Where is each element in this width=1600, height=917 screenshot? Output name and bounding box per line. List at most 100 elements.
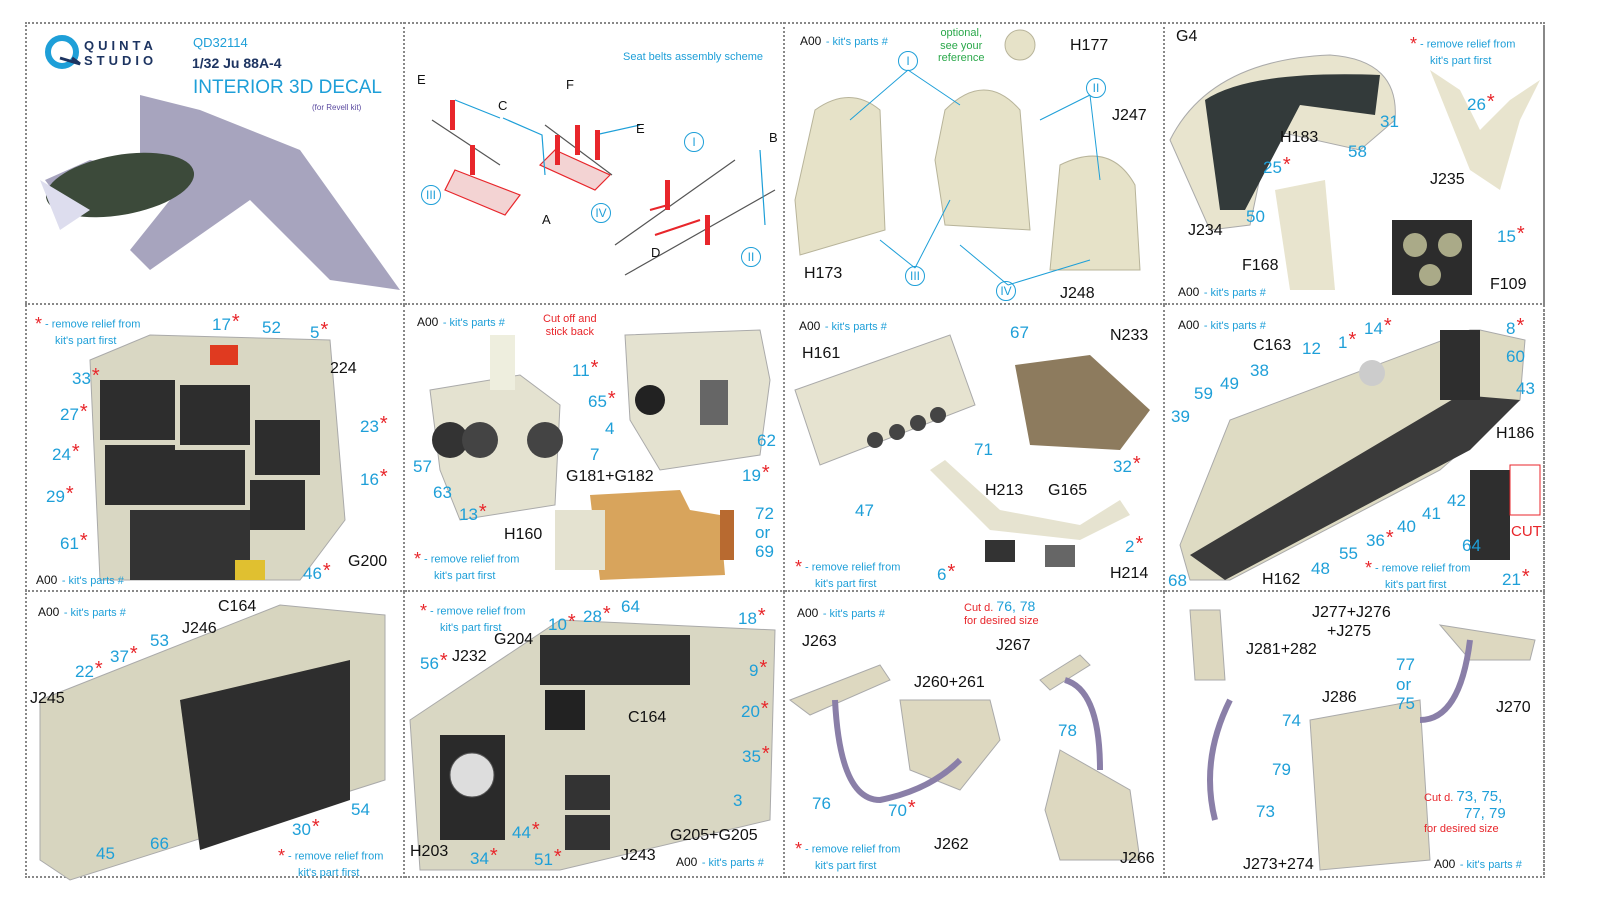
part-label: J266 (1120, 850, 1155, 867)
decal-number: 62 (757, 431, 776, 450)
decal-number: 30* (292, 816, 320, 839)
panel-radio-wall (405, 592, 785, 878)
remove-relief-star-icon: * (129, 643, 138, 665)
roman-marker: III (905, 266, 925, 286)
remove-relief-star-icon: * (531, 819, 540, 841)
decal-number: 66 (150, 834, 169, 853)
remove-relief-star-icon: * (759, 657, 768, 679)
kit-parts-ref: A00 - kit's parts # (800, 34, 888, 48)
label: C (498, 98, 508, 113)
decal-number: 63 (433, 483, 452, 502)
product-subtitle: (for Revell kit) (312, 103, 362, 112)
panel-mg-rear (785, 592, 1165, 878)
decal-number: 10* (548, 611, 576, 634)
part-label: J232 (452, 648, 487, 665)
aircraft-illustration (40, 95, 400, 290)
part-label: J234 (1188, 222, 1223, 239)
decal-number: 74 (1282, 711, 1301, 730)
decal-number: 21* (1502, 566, 1530, 589)
decal-number: 71 (974, 440, 993, 459)
part-label: F168 (1242, 257, 1279, 274)
decal-number: 14* (1364, 315, 1392, 338)
remove-relief-star-icon: * (439, 650, 448, 672)
part-label: J281+282 (1246, 641, 1317, 658)
panel-instrument-panel (1165, 22, 1545, 305)
kit-parts-ref: A00 - kit's parts # (417, 315, 505, 329)
remove-relief-star-icon: * (1282, 154, 1291, 176)
decal-number: 19* (742, 462, 770, 485)
panel-logo (25, 22, 405, 305)
roman-marker: III (421, 185, 441, 205)
decal-number: 76 (812, 794, 831, 813)
panel-seats (785, 22, 1165, 305)
decal-number: 8* (1506, 315, 1525, 338)
decal-number: 16* (360, 466, 388, 489)
decal-number: 69 (755, 542, 774, 561)
brand-name-line1: QUINTA (84, 38, 157, 53)
wood-panel-shape (590, 490, 725, 580)
part-label: C164 (628, 709, 667, 726)
part-label: H203 (410, 843, 449, 860)
part-label: J245 (30, 690, 65, 707)
remove-relief-star-icon: * (231, 311, 240, 333)
remove-relief-star-icon: * (761, 743, 770, 765)
remove-relief-star-icon: * (590, 357, 599, 379)
label: E (636, 121, 645, 136)
part-label: 224 (330, 360, 357, 377)
decal-number: 39 (1171, 407, 1190, 426)
remove-relief-star-icon: * (947, 561, 956, 583)
decal-number: 32* (1113, 453, 1141, 476)
decal-number: 20* (741, 698, 769, 721)
kit-parts-ref: A00 - kit's parts # (1178, 318, 1266, 332)
kit-parts-ref: A00 - kit's parts # (1434, 857, 1522, 871)
remove-relief-star-icon: * (91, 365, 100, 387)
kit-parts-ref: A00 - kit's parts # (797, 606, 885, 620)
decal-number: 44* (512, 819, 540, 842)
roman-marker: II (741, 247, 761, 267)
remove-relief-star-icon: * (1132, 453, 1141, 475)
decal-number: 9* (749, 657, 768, 680)
kit-parts-ref: A00 - kit's parts # (799, 319, 887, 333)
decal-number: 64 (1462, 536, 1481, 555)
part-label: J273+274 (1243, 856, 1314, 873)
seat-models (794, 29, 1141, 271)
remove-relief-star-icon: * (907, 797, 916, 819)
decal-number: 49 (1220, 374, 1239, 393)
remove-relief-star-icon: * (478, 501, 487, 523)
decal-number: 31 (1380, 112, 1399, 131)
product-code: QD32114 (193, 35, 248, 50)
or-text: or (1396, 675, 1412, 694)
decal-number: 68 (1168, 571, 1187, 590)
panel-h161-shape (794, 334, 976, 466)
part-label: J270 (1496, 699, 1531, 716)
decal-number: 18* (738, 605, 766, 628)
decal-number: 58 (1348, 142, 1367, 161)
decal-number: 1* (1338, 329, 1357, 352)
remove-relief-star-icon: * (761, 462, 770, 484)
remove-relief-star-icon: * (607, 388, 616, 410)
decal-number: 27* (60, 401, 88, 424)
part-label: G165 (1048, 482, 1088, 499)
decal-number: 12 (1302, 339, 1321, 358)
decal-number: 54 (351, 800, 370, 819)
part-label: J267 (996, 637, 1031, 654)
part-label: J248 (1060, 285, 1095, 302)
remove-relief-star-icon: * (757, 605, 766, 627)
decal-number: 61* (60, 530, 88, 553)
decal-number: 11* (572, 357, 599, 380)
remove-relief-star-icon: * (1383, 315, 1392, 337)
part-label: H214 (1110, 565, 1149, 582)
label: D (651, 245, 661, 260)
decal-number: 7 (590, 445, 600, 464)
panel-h186-shape (1470, 470, 1510, 560)
roman-marker: IV (591, 203, 611, 223)
decal-number: 70* (888, 797, 916, 820)
remove-relief-star-icon: * (602, 603, 611, 625)
decal-number: 40 (1397, 517, 1416, 536)
part-label: H177 (1070, 37, 1109, 54)
